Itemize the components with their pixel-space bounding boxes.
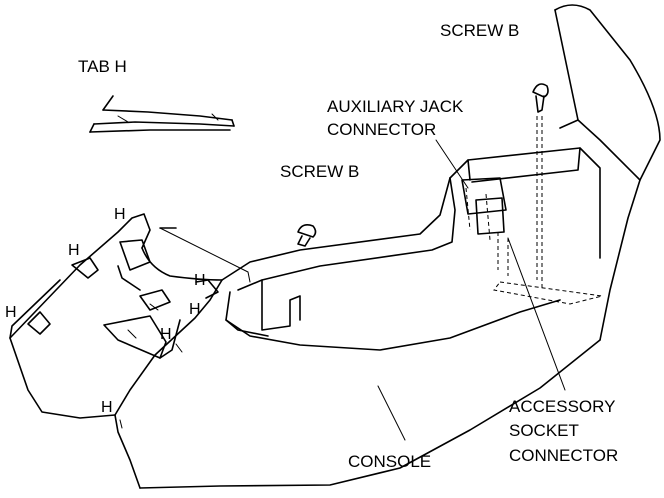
- console-body: [9, 4, 661, 489]
- tab-marker-h: H: [5, 304, 17, 321]
- aux-jack-label-line1: AUXILIARY JACK: [327, 97, 464, 116]
- screw-b-top-label: SCREW B: [440, 21, 520, 40]
- screw-b-mid: [297, 224, 317, 247]
- aux-jack-label-line2: CONNECTOR: [327, 120, 437, 139]
- accessory-label-line2: SOCKET: [509, 421, 579, 440]
- tab-h-detail: [89, 95, 235, 133]
- tab-marker-h: H: [160, 326, 172, 343]
- tab-marker-h: H: [101, 399, 113, 416]
- hidden-lines: [465, 116, 603, 305]
- tab-marker-h: H: [189, 301, 201, 318]
- accessory-label-line3: CONNECTOR: [509, 446, 619, 465]
- console-label: CONSOLE: [348, 452, 432, 471]
- accessory-label-line1: ACCESSORY: [509, 397, 616, 416]
- screw-b-top: [532, 83, 549, 113]
- tab-marker-h: H: [68, 242, 80, 259]
- tab-h-label: TAB H: [78, 57, 127, 76]
- tab-marker-h: H: [194, 272, 206, 289]
- screw-b-mid-label: SCREW B: [280, 162, 360, 181]
- leader-lines: [159, 139, 566, 441]
- tab-marker-h: H: [114, 206, 126, 223]
